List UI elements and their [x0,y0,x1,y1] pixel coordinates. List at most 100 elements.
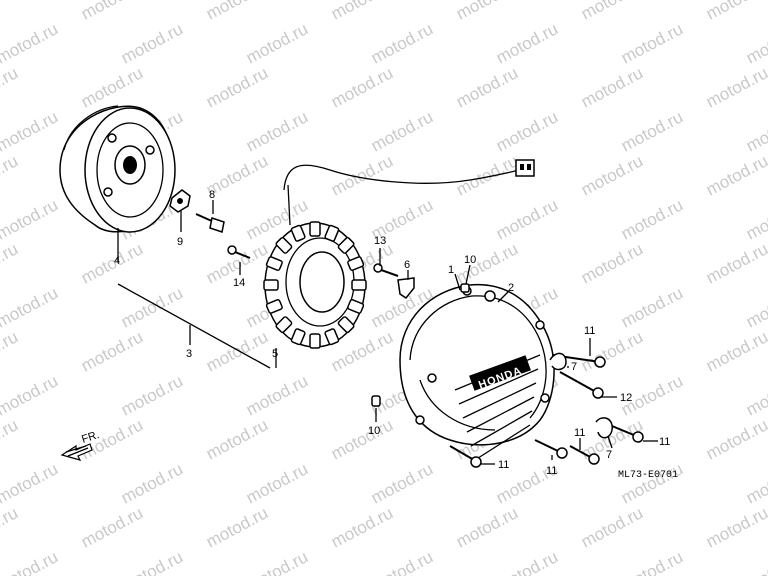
callout-4: 4 [114,255,120,267]
cable-clip-upper [549,352,567,371]
watermark-text: motod.ru [618,547,686,576]
direction-label: FR. [80,429,101,446]
watermark-text: motod.ru [0,371,61,419]
watermark-text: motod.ru [0,239,21,287]
watermark-text: motod.ru [328,151,396,199]
watermark-text: motod.ru [78,239,146,287]
crankcase-cover: HONDA [399,283,555,461]
watermark-text: motod.ru [78,327,146,375]
callout-11-d: 11 [546,465,557,477]
watermark-text: motod.ru [243,107,311,155]
washer-part [169,189,191,213]
callout-9: 9 [177,236,183,248]
watermark-text: motod.ru [0,107,61,155]
callout-14: 14 [233,277,245,289]
watermark-text: motod.ru [243,19,311,67]
watermark-text: motod.ru [0,63,21,111]
watermark-text: motod.ru [203,503,271,551]
watermark-text: motod.ru [368,107,436,155]
wire-clamp [397,277,415,300]
front-direction-arrow: FR. [60,429,101,461]
callout-8: 8 [209,189,215,201]
flywheel-rotor [59,105,176,233]
leader-lines [117,200,658,465]
stator-pole [265,298,283,314]
stator-pole [275,236,293,254]
stator-bolt [227,245,251,259]
stator-pole [290,224,306,242]
watermark-text: motod.ru [743,195,768,243]
stator-pole [309,221,321,237]
watermark-text: motod.ru [618,19,686,67]
watermark-text: motod.ru [203,415,271,463]
watermark-text: motod.ru [0,283,61,331]
callout-5: 5 [272,348,278,360]
watermark-text: motod.ru [0,547,61,576]
stator-pole [337,316,355,334]
watermark-text: motod.ru [618,459,686,507]
watermark-text: motod.ru [703,327,768,375]
watermark-text: motod.ru [743,283,768,331]
watermark-text: motod.ru [0,0,21,24]
flywheel-bolt [195,213,225,233]
watermark-text: motod.ru [453,503,521,551]
watermark-text: motod.ru [118,371,186,419]
watermark-text: motod.ru [493,19,561,67]
watermark-text: motod.ru [578,63,646,111]
dowel-pin-lower [371,395,381,407]
callout-10-upper: 10 [464,254,476,266]
watermark-text: motod.ru [203,63,271,111]
watermark-text: motod.ru [368,459,436,507]
stator-pole [263,279,279,291]
diagram-code: ML73-E0701 [618,470,678,481]
watermark-text: motod.ru [578,151,646,199]
watermark-text: motod.ru [118,283,186,331]
watermark-text: motod.ru [743,547,768,576]
cable-clip-lower [595,417,613,439]
watermark-text: motod.ru [0,327,21,375]
dowel-pin-upper [460,283,470,293]
watermark-text: motod.ru [0,459,61,507]
watermark-text: motod.ru [243,547,311,576]
cover-fin [474,424,531,461]
watermark-text: motod.ru [328,503,396,551]
watermark-text: motod.ru [118,19,186,67]
watermark-text: motod.ru [578,503,646,551]
watermark-text: motod.ru [328,63,396,111]
stator-pole [265,256,283,272]
stator-pole [290,328,306,346]
watermark-text: motod.ru [118,459,186,507]
watermark-text: motod.ru [0,151,21,199]
cover-fin [470,410,533,447]
watermark-text: motod.ru [493,195,561,243]
watermark-text: motod.ru [243,459,311,507]
watermark-text: motod.ru [78,503,146,551]
watermark-text: motod.ru [703,239,768,287]
stator-pole [309,333,321,349]
callout-12: 12 [620,392,632,404]
watermark-text: motod.ru [703,151,768,199]
callout-1: 1 [448,264,454,276]
callout-7-upper: 7 [571,361,577,373]
stator-pole [347,298,365,314]
watermark-text: motod.ru [328,415,396,463]
watermark-text: motod.ru [703,0,768,24]
watermark-text: motod.ru [453,151,521,199]
watermark-text: motod.ru [453,63,521,111]
callout-11-e: 11 [498,459,509,471]
stator-pole [337,236,355,254]
watermark-text: motod.ru [703,63,768,111]
callout-11-b: 11 [659,436,670,448]
watermark-text: motod.ru [203,0,271,24]
watermark-text: motod.ru [328,0,396,24]
stator-pole [324,328,340,346]
watermark-text: motod.ru [0,415,21,463]
callout-13: 13 [374,235,386,247]
stator-coil [263,159,535,349]
callout-11-a: 11 [584,325,595,337]
watermark-text: motod.ru [453,0,521,24]
stator-pole [347,256,365,272]
stator-pole [351,279,367,291]
